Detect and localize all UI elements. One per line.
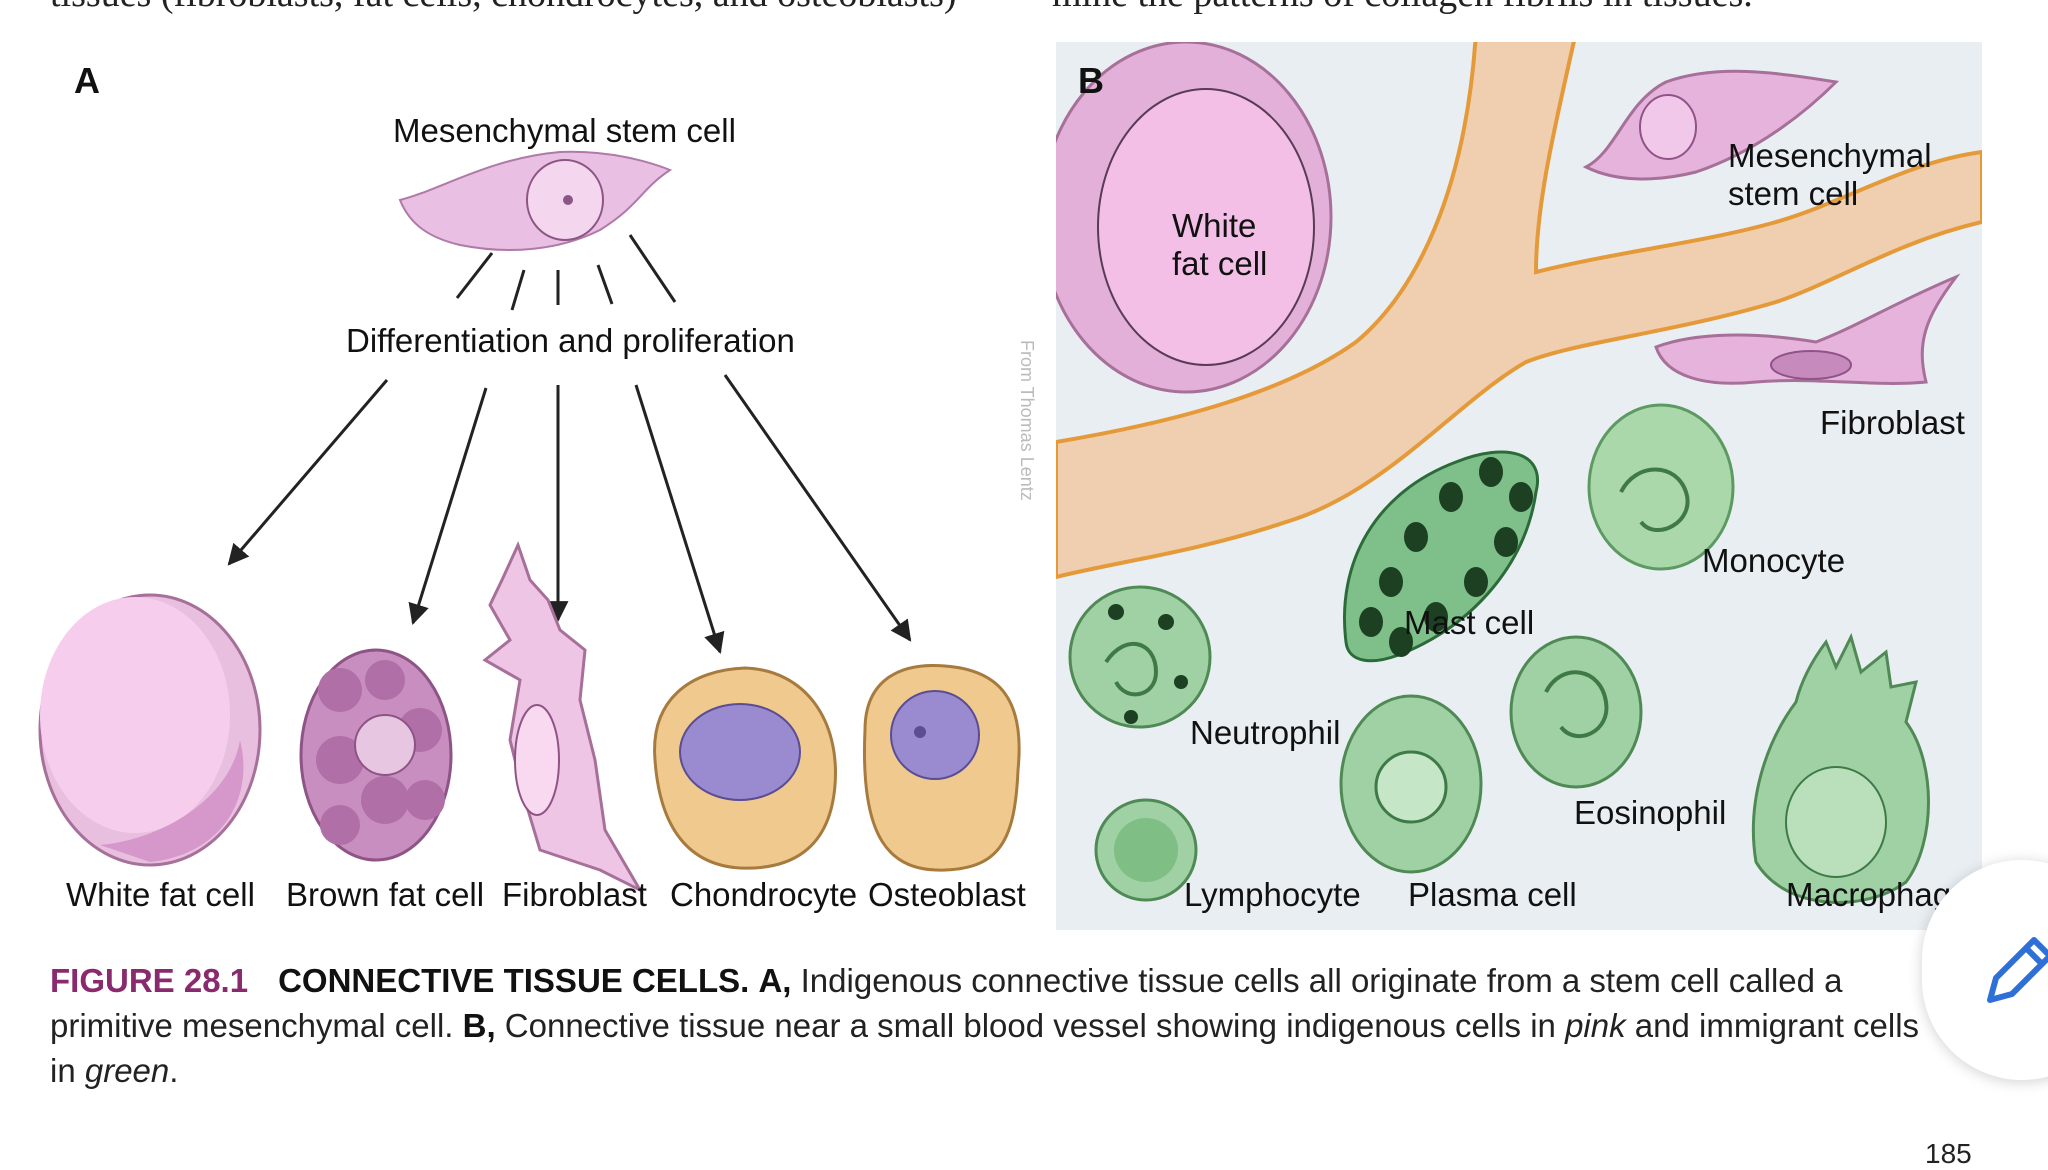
caption-green: green <box>84 1052 170 1089</box>
panel-a: A Mesenchymal stem cell Differentiation … <box>38 40 1030 930</box>
caption-b-text-3: . <box>169 1052 179 1089</box>
osteoblast-label: Osteoblast <box>868 876 1026 913</box>
b-neutrophil-drawing <box>1068 585 1212 729</box>
stem-cell-label: Mesenchymal stem cell <box>393 112 736 149</box>
b-white-fat-cell-drawing <box>1056 42 1333 394</box>
chondrocyte-label: Chondrocyte <box>670 876 858 913</box>
figure-number: FIGURE 28.1 <box>50 962 249 999</box>
brown-fat-cell-drawing <box>299 648 453 862</box>
caption-a-text: Indigenous connective tissue cells all o… <box>50 962 1843 1044</box>
top-text-left: tissues (fibroblasts, fat cells, chondro… <box>50 0 957 16</box>
b-mast-label: Mast cell <box>1404 604 1535 641</box>
b-fibroblast-label: Fibroblast <box>1820 404 1965 441</box>
brown-fat-cell-label: Brown fat cell <box>286 876 485 913</box>
b-neutrophil-label: Neutrophil <box>1190 714 1341 751</box>
panel-a-drawing <box>38 150 1021 894</box>
top-text-right: mine the patterns of collagen fibrils in… <box>1052 0 1753 16</box>
panel-b-drawing <box>1056 42 1982 904</box>
b-mesenchymal-label: Mesenchymal stem cell <box>1728 137 1932 212</box>
osteoblast-drawing <box>862 663 1021 872</box>
b-monocyte-label: Monocyte <box>1702 542 1846 579</box>
fibroblast-drawing <box>482 540 644 894</box>
b-fibroblast-drawing <box>1654 273 1961 385</box>
caption-b-marker: B, <box>462 1007 496 1044</box>
b-lymphocyte-drawing <box>1094 798 1198 902</box>
caption-b-text-2: and immigrant cells in <box>50 1007 1920 1089</box>
b-monocyte-drawing <box>1587 403 1735 571</box>
b-lymphocyte-label: Lymphocyte <box>1184 876 1361 913</box>
b-plasma-label: Plasma cell <box>1408 876 1577 913</box>
b-white-fat-label: White fat cell <box>1172 207 1268 282</box>
b-plasma-cell-drawing <box>1339 694 1483 874</box>
mesenchymal-stem-cell-drawing <box>398 150 673 251</box>
b-mast-cell-drawing <box>1343 450 1539 663</box>
fibroblast-label: Fibroblast <box>502 876 647 913</box>
b-eosinophil-drawing <box>1509 635 1643 789</box>
blood-vessel-drawing <box>1056 42 1982 580</box>
panel-b: B White fat cell Mesenchymal stem cell F… <box>1056 42 1982 930</box>
figure-caption: FIGURE 28.1 CONNECTIVE TISSUE CELLS. A, I… <box>50 958 1920 1093</box>
image-credit: From Thomas Lentz <box>1017 340 1037 501</box>
pencil-icon <box>1987 937 2048 1003</box>
caption-b-text-1: Connective tissue near a small blood ves… <box>495 1007 1566 1044</box>
b-eosinophil-label: Eosinophil <box>1574 794 1727 831</box>
caption-pink: pink <box>1565 1007 1626 1044</box>
chondrocyte-drawing <box>653 666 837 870</box>
white-fat-cell-drawing <box>38 593 262 867</box>
panel-b-label: B <box>1078 60 1104 101</box>
white-fat-cell-label: White fat cell <box>66 876 255 913</box>
page-number: 185 <box>1925 1138 1972 1169</box>
figure-title: CONNECTIVE TISSUE CELLS. <box>278 962 750 999</box>
panel-a-label: A <box>74 60 100 101</box>
process-label: Differentiation and proliferation <box>346 322 795 359</box>
b-macrophage-drawing <box>1751 632 1930 904</box>
caption-a-marker: A, <box>758 962 792 999</box>
b-mesenchymal-cell-drawing <box>1582 69 1840 181</box>
